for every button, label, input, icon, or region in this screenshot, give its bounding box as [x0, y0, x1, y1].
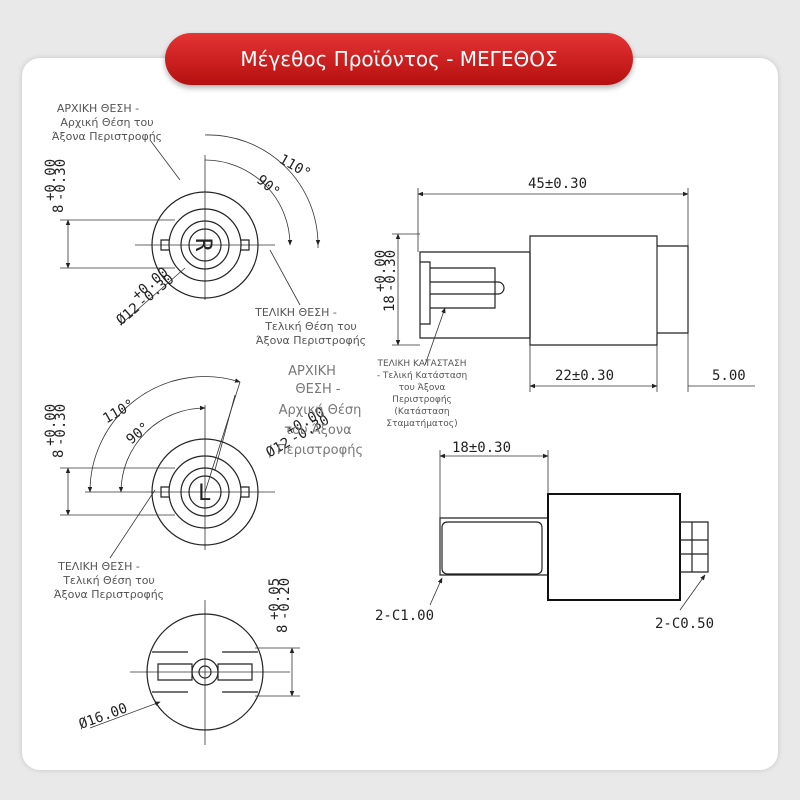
svg-text:ΤΕΛΙΚΗ ΘΕΣΗ -: ΤΕΛΙΚΗ ΘΕΣΗ -	[57, 560, 140, 573]
view2-letter: L	[198, 481, 211, 506]
svg-text:Περιστροφής: Περιστροφής	[277, 443, 363, 458]
svg-text:ΑΡΧΙΚΗ ΘΕΣΗ -: ΑΡΧΙΚΗ ΘΕΣΗ -	[57, 102, 139, 115]
view2-height-tol-upper: +0.00	[43, 404, 59, 446]
view1-letter: R	[190, 238, 215, 252]
svg-text:Άξονα Περιστροφής: Άξονα Περιστροφής	[52, 130, 162, 143]
svg-text:ΤΕΛΙΚΗ ΚΑΤΑΣΤΑΣΗ: ΤΕΛΙΚΗ ΚΑΤΑΣΤΑΣΗ	[376, 359, 466, 369]
svg-text:Αρχική Θέση του: Αρχική Θέση του	[60, 116, 153, 129]
svg-text:Σταματήματος): Σταματήματος)	[386, 419, 457, 429]
view2-height-dim: 8	[51, 450, 67, 458]
bottom-side-view: 18±0.30 2-C1.00 2-C0.50	[375, 440, 714, 632]
view2-height-tol-lower: -0.30	[53, 404, 69, 446]
svg-text:Τελική Θέση του: Τελική Θέση του	[264, 320, 357, 333]
bottom-chamfer-left: 2-C1.00	[375, 608, 434, 624]
view3-front-view: 8 +0.05 -0.20 Ø16.00	[77, 578, 300, 745]
svg-text:Περιστροφής: Περιστροφής	[392, 395, 452, 405]
page-title: Μέγεθος Προϊόντος - ΜΕΓΕΘΟΣ	[165, 33, 633, 85]
svg-text:του Άξονα: του Άξονα	[399, 383, 446, 393]
view2-start-note: ΑΡΧΙΚΗ ΘΕΣΗ - Αρχική Θέση του Άξονα Περι…	[277, 364, 363, 458]
view2-end-note: ΤΕΛΙΚΗ ΘΕΣΗ - Τελική Θέση του Άξονα Περι…	[54, 560, 164, 601]
view3-height-tol-upper: +0.05	[267, 578, 283, 620]
view2-angle-inner: 90°	[123, 419, 153, 448]
view1-height-tol-lower: -0.30	[53, 159, 69, 201]
side-view: 45±0.30 22±0.30 5.00 18 +0.00 -0.30	[373, 176, 755, 392]
side-shaft-height: 18	[382, 295, 398, 312]
bottom-chamfer-right: 2-C0.50	[655, 616, 714, 632]
svg-text:ΘΕΣΗ -: ΘΕΣΗ -	[295, 382, 341, 397]
view1-angle-inner: 90°	[253, 172, 283, 201]
side-length-body: 22±0.30	[555, 368, 614, 384]
side-length-total: 45±0.30	[528, 176, 587, 192]
view2-angle-outer: 110°	[100, 396, 137, 427]
side-stop-note: ΤΕΛΙΚΗ ΚΑΤΑΣΤΑΣΗ - Τελική Κατάσταση του …	[376, 359, 467, 429]
view2-front-view: L 8 +0.00 -0.30 110° 90° Ø12 +0.00 -0.30	[43, 376, 332, 559]
bottom-length-shaft: 18±0.30	[452, 440, 511, 456]
svg-text:ΑΡΧΙΚΗ: ΑΡΧΙΚΗ	[288, 364, 336, 379]
svg-text:Αρχική Θέση: Αρχική Θέση	[279, 403, 362, 418]
svg-text:(Κατάσταση: (Κατάσταση	[394, 407, 449, 417]
svg-text:Άξονα Περιστροφής: Άξονα Περιστροφής	[256, 334, 366, 347]
svg-text:- Τελική Κατάσταση: - Τελική Κατάσταση	[377, 371, 467, 381]
view3-height-tol-lower: -0.20	[277, 578, 293, 620]
view3-height-dim: 8	[275, 625, 291, 633]
view1-height-dim: 8	[51, 205, 67, 213]
view3-diameter-dim: Ø16.00	[77, 700, 130, 732]
side-length-end: 5.00	[712, 368, 746, 384]
view1-height-tol-upper: +0.00	[43, 159, 59, 201]
svg-text:Τελική Θέση του: Τελική Θέση του	[62, 574, 155, 587]
side-shaft-tol-lower: -0.30	[383, 250, 399, 292]
svg-text:ΤΕΛΙΚΗ ΘΕΣΗ -: ΤΕΛΙΚΗ ΘΕΣΗ -	[254, 306, 337, 319]
view1-front-view: R 8 +0.00 -0.30 110° 90° Ø12 +0.00 -0.30	[43, 134, 321, 329]
svg-text:του Άξονα: του Άξονα	[284, 423, 351, 438]
side-shaft-tol-upper: +0.00	[373, 250, 389, 292]
svg-text:Άξονα Περιστροφής: Άξονα Περιστροφής	[54, 588, 164, 601]
view1-start-note: ΑΡΧΙΚΗ ΘΕΣΗ - Αρχική Θέση του Άξονα Περι…	[52, 102, 162, 143]
view1-end-note: ΤΕΛΙΚΗ ΘΕΣΗ - Τελική Θέση του Άξονα Περι…	[254, 306, 366, 347]
